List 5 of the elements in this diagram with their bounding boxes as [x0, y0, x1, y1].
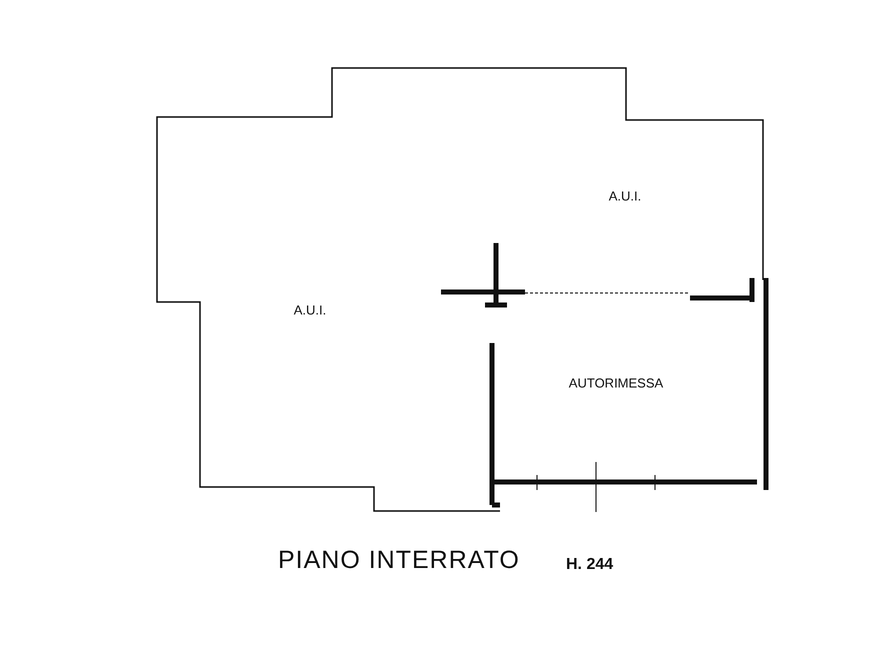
height-label: H. 244: [566, 556, 614, 574]
room-label: AUTORIMESSA: [568, 376, 664, 390]
room-label: A.U.I.: [294, 302, 326, 318]
room-label: A.U.I.: [608, 188, 642, 204]
plan-title: PIANO INTERRATO: [278, 546, 520, 575]
